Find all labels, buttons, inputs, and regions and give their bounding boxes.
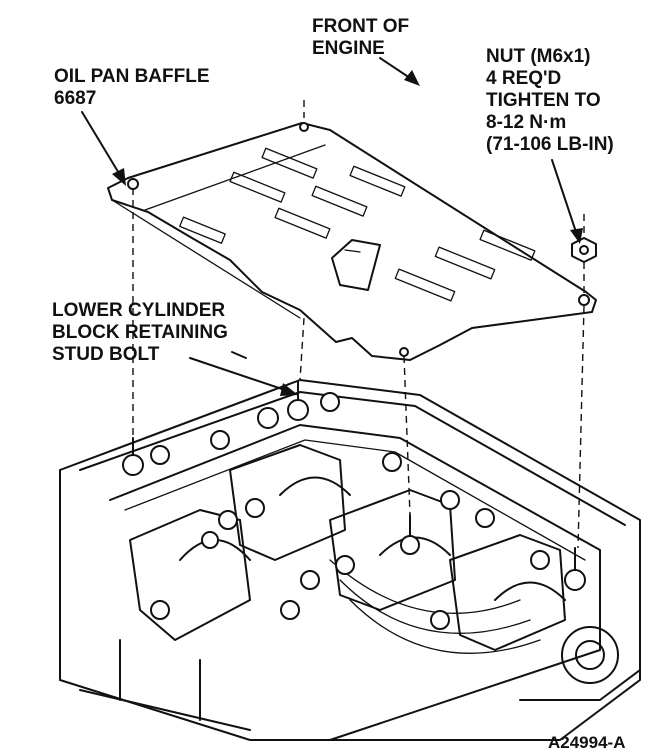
stud-bolt-line-2: BLOCK RETAINING — [52, 322, 228, 343]
stud-bolt-line-1: LOWER CYLINDER — [52, 300, 225, 321]
block-studs — [132, 381, 576, 571]
callout-oil-pan-baffle: OIL PAN BAFFLE 6687 — [54, 66, 210, 109]
nut-line-4: 8-12 N·m — [486, 112, 566, 133]
nut-line-1: NUT (M6x1) — [486, 46, 591, 67]
oil-pan-baffle-line-1: OIL PAN BAFFLE — [54, 66, 210, 87]
front-of-engine-line-2: ENGINE — [312, 38, 385, 59]
oil-pan-baffle-line-2: 6687 — [54, 88, 96, 109]
alignment-lines — [132, 100, 585, 549]
front-of-engine-line-1: FRONT OF — [312, 16, 409, 37]
baffle-slots — [179, 147, 536, 302]
nut-line-2: 4 REQ'D — [486, 68, 561, 89]
figure-id: A24994-A — [548, 733, 626, 752]
block-bolts — [122, 392, 586, 630]
nut-line-5: (71-106 LB-IN) — [486, 134, 614, 155]
nut-m6x1 — [571, 237, 597, 263]
callout-front-of-engine: FRONT OF ENGINE — [312, 16, 409, 59]
oil-pan-baffle — [107, 122, 597, 361]
callout-stud-bolt: LOWER CYLINDER BLOCK RETAINING STUD BOLT — [52, 300, 228, 365]
callout-nut: NUT (M6x1) 4 REQ'D TIGHTEN TO 8-12 N·m (… — [486, 46, 614, 155]
engine-block — [59, 379, 641, 741]
leader-lines — [81, 57, 583, 396]
nut-line-3: TIGHTEN TO — [486, 90, 601, 111]
stud-bolt-line-3: STUD BOLT — [52, 344, 160, 365]
